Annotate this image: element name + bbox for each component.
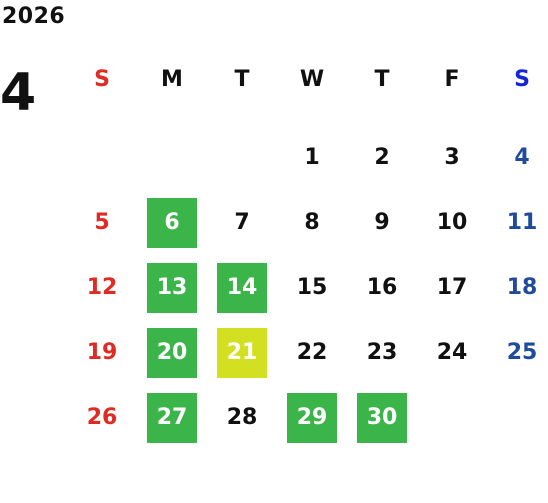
calendar-day[interactable]: 21 [207,320,277,385]
calendar-day-number: 24 [436,340,468,365]
calendar-day[interactable]: 22 [277,320,347,385]
weekday-monday: M [161,67,183,92]
calendar-day[interactable]: 4 [487,125,548,190]
calendar-day[interactable]: 14 [207,255,277,320]
calendar-day[interactable]: 8 [277,190,347,255]
calendar-day-number: 5 [94,210,110,235]
calendar-day[interactable]: 1 [277,125,347,190]
calendar-day-number: 28 [226,405,258,430]
calendar-day-number: 21 [217,327,267,378]
calendar-day-number: 26 [86,405,118,430]
calendar-day[interactable]: 24 [417,320,487,385]
calendar-day[interactable]: 23 [347,320,417,385]
calendar-day-number: 29 [287,392,337,443]
calendar-day[interactable]: 28 [207,385,277,450]
calendar-day-number: 22 [296,340,328,365]
calendar-day-number: 27 [147,392,197,443]
calendar-day[interactable]: 6 [137,190,207,255]
calendar-day-number: 10 [436,210,468,235]
calendar-day[interactable]: 27 [137,385,207,450]
calendar-day[interactable]: 17 [417,255,487,320]
calendar-day[interactable]: 3 [417,125,487,190]
calendar-day[interactable]: 25 [487,320,548,385]
calendar-day-number: 15 [296,275,328,300]
calendar-day-number: 6 [147,197,197,248]
calendar-year: 2026 [2,4,66,29]
calendar-day-number: 7 [234,210,250,235]
calendar-day[interactable]: 13 [137,255,207,320]
calendar-day-number: 8 [304,210,320,235]
calendar-day[interactable]: 16 [347,255,417,320]
calendar-day-number: 19 [86,340,118,365]
calendar-day-number: 11 [506,210,538,235]
calendar-day-number: 25 [506,340,538,365]
calendar-day[interactable]: 26 [67,385,137,450]
calendar-day-number: 14 [217,262,267,313]
weekday-tuesday: T [234,67,250,92]
calendar-day[interactable]: 19 [67,320,137,385]
calendar-day-number: 2 [374,145,390,170]
calendar-day[interactable]: 18 [487,255,548,320]
calendar-day-number: 3 [444,145,460,170]
calendar-day[interactable]: 12 [67,255,137,320]
calendar-day-number: 18 [506,275,538,300]
calendar-day-number: 17 [436,275,468,300]
weekday-sunday: S [94,67,110,92]
calendar-day-number: 16 [366,275,398,300]
calendar-day[interactable]: 15 [277,255,347,320]
calendar-month: 4 [0,63,37,123]
weekday-thursday: T [374,67,390,92]
calendar-day[interactable]: 29 [277,385,347,450]
weekday-header-row: S M T W T F S [67,60,548,100]
calendar-day[interactable]: 20 [137,320,207,385]
calendar-day-number: 13 [147,262,197,313]
calendar-day-number: 12 [86,275,118,300]
calendar-day[interactable]: 2 [347,125,417,190]
calendar-day-number: 9 [374,210,390,235]
calendar-day-number: 30 [357,392,407,443]
calendar-day[interactable]: 9 [347,190,417,255]
calendar-day-number: 1 [304,145,320,170]
weekday-wednesday: W [299,67,325,92]
calendar-day-number: 23 [366,340,398,365]
calendar-day[interactable]: 10 [417,190,487,255]
calendar-day-number: 20 [147,327,197,378]
weekday-saturday: S [514,67,530,92]
calendar-day[interactable]: 30 [347,385,417,450]
calendar-day[interactable]: 5 [67,190,137,255]
calendar-day[interactable]: 11 [487,190,548,255]
weekday-friday: F [444,67,460,92]
calendar-day[interactable]: 7 [207,190,277,255]
calendar-day-number: 4 [514,145,530,170]
